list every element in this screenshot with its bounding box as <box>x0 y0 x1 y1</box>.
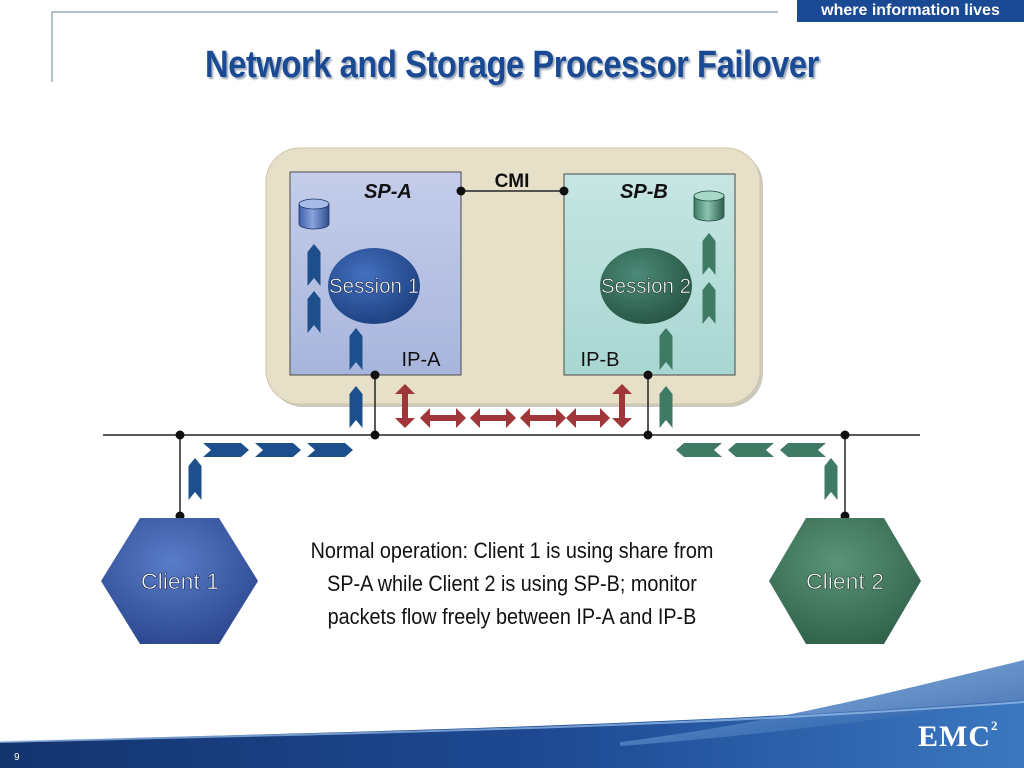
database-icon <box>693 190 725 222</box>
double-arrow-horizontal-icon <box>470 408 516 428</box>
up-arrow-icon <box>702 233 716 275</box>
up-arrow-icon <box>702 282 716 324</box>
network-wiring <box>103 375 920 516</box>
up-arrow-icon <box>307 244 321 286</box>
sp-a-label: SP-A <box>364 181 412 203</box>
double-arrow-horizontal-icon <box>520 408 566 428</box>
logo-text: EMC <box>918 720 991 753</box>
up-arrow-icon <box>188 458 202 500</box>
logo-superscript: 2 <box>991 718 999 733</box>
session-2-ellipse <box>600 248 692 324</box>
ip-a-label: IP-A <box>402 349 442 371</box>
double-arrow-horizontal-icon <box>566 408 610 428</box>
left-arrow-icon <box>780 443 826 457</box>
right-arrow-icon <box>203 443 249 457</box>
session-2-label: Session 2 <box>601 275 691 298</box>
sp-b-label: SP-B <box>620 181 668 203</box>
ip-b-label: IP-B <box>581 349 620 371</box>
up-arrow-icon <box>349 328 363 370</box>
double-arrow-vertical-icon <box>395 384 415 428</box>
up-arrow-icon <box>824 458 838 500</box>
page-number: 9 <box>14 752 20 763</box>
left-arrow-icon <box>728 443 774 457</box>
client-1-label: Client 1 <box>141 569 219 594</box>
cmi-label: CMI <box>495 171 530 192</box>
header-rule <box>51 11 778 82</box>
up-arrow-icon <box>307 291 321 333</box>
database-icon <box>298 198 330 230</box>
client-2-label: Client 2 <box>806 569 884 594</box>
client-2-hexagon <box>769 518 921 644</box>
footer-band <box>0 660 1024 768</box>
page-title: Network and Storage Processor Failover <box>205 44 819 86</box>
session-1-label: Session 1 <box>329 275 419 298</box>
double-arrow-horizontal-icon <box>420 408 466 428</box>
caption: Normal operation: Client 1 is using shar… <box>262 534 762 633</box>
up-arrow-icon <box>659 328 673 370</box>
caption-line: Normal operation: Client 1 is using shar… <box>310 538 714 563</box>
double-arrow-vertical-icon <box>612 384 632 428</box>
left-arrow-icon <box>676 443 722 457</box>
caption-line: packets flow freely between IP-A and IP-… <box>327 604 697 629</box>
cmi-node-b <box>559 186 569 196</box>
up-arrow-icon <box>349 386 363 428</box>
cmi-node-a <box>456 186 466 196</box>
flow-arrows <box>188 233 838 500</box>
tagline-banner: where information lives <box>797 0 1024 22</box>
right-arrow-icon <box>255 443 301 457</box>
right-arrow-icon <box>307 443 353 457</box>
network-nodes <box>175 370 850 521</box>
caption-line: SP-A while Client 2 is using SP-B; monit… <box>327 571 697 596</box>
client-1-hexagon <box>101 518 258 644</box>
up-arrow-icon <box>659 386 673 428</box>
emc-logo: EMC2 <box>918 718 999 754</box>
session-1-ellipse <box>328 248 420 324</box>
